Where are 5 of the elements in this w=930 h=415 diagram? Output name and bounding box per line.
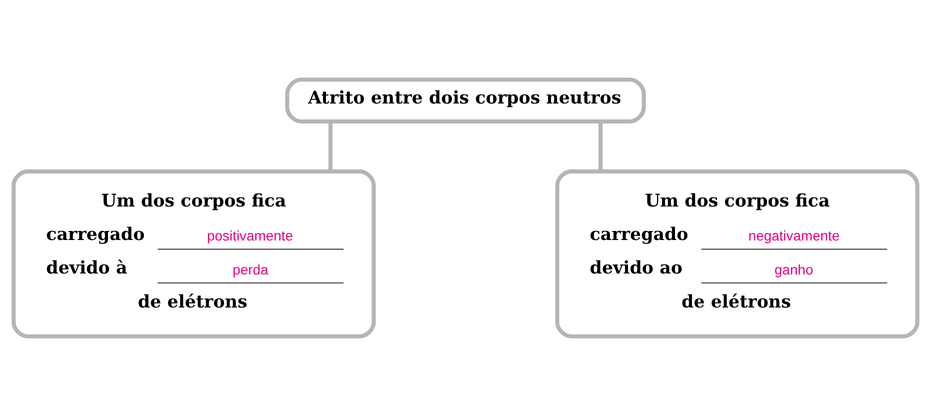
connector	[328, 121, 332, 171]
node-box: Um dos corpos fica carregado negativamente devido ao ganho de elétrons	[554, 168, 919, 338]
node-box: Um dos corpos fica carregado positivamente devido à perda de elétrons	[11, 168, 376, 338]
node-box: Atrito entre dois corpos neutros	[284, 77, 646, 123]
connector	[598, 121, 602, 171]
